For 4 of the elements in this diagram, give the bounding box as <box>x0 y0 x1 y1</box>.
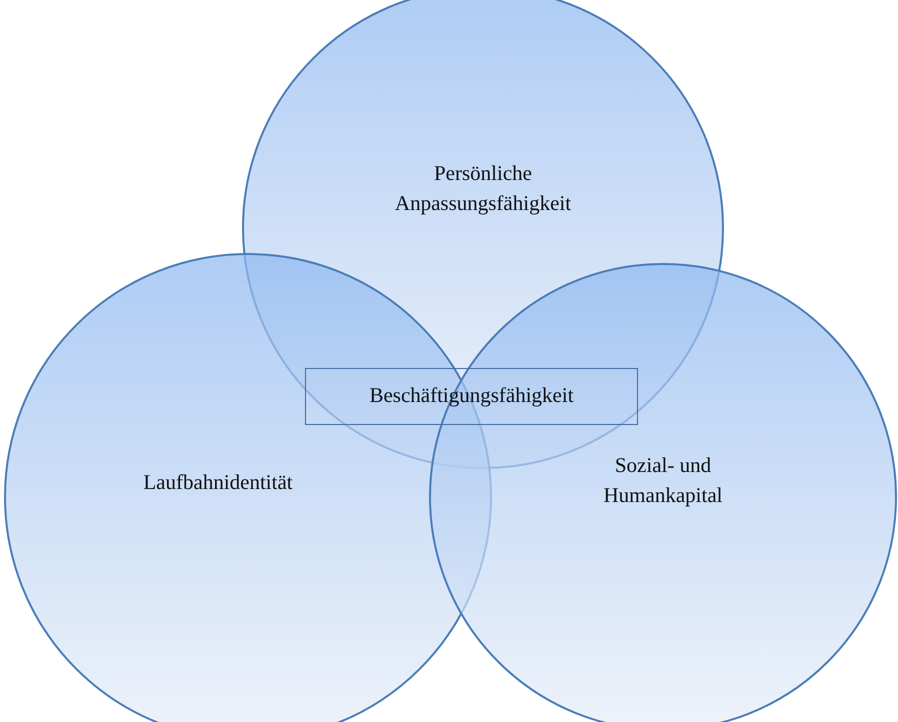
box-label: Beschäftigungsfähigkeit <box>368 382 575 409</box>
circle-label: Sozial- und Humankapital <box>602 452 724 509</box>
circle-label: Persönliche Anpassungsfähigkeit <box>394 160 572 217</box>
circle-label: Laufbahnidentität <box>142 469 294 496</box>
